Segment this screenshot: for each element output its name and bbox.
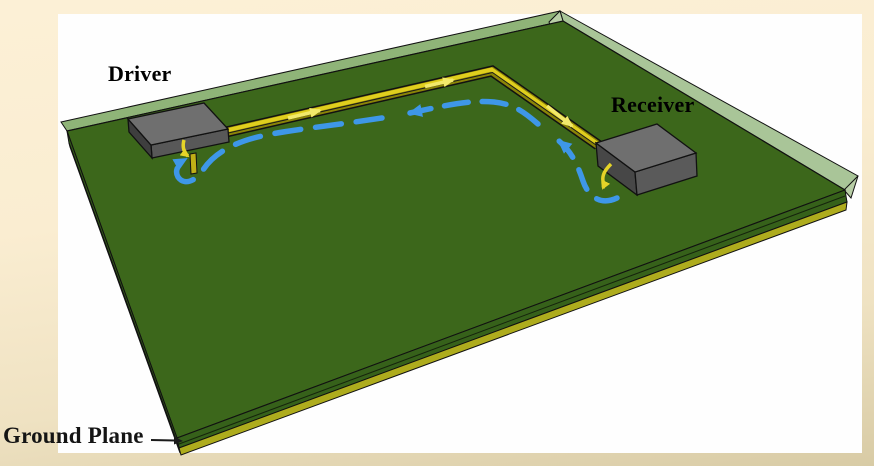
board-rim-right-cap [843, 175, 859, 199]
driver-chip-top-face [126, 102, 230, 146]
return-current-path-driver [172, 115, 385, 185]
receiver-chip [594, 123, 698, 197]
return-current-path-mid [407, 98, 541, 127]
driver-via-arrow [179, 139, 190, 158]
return-current-path-receiver [556, 138, 620, 204]
ground-plane-layer-left [68, 142, 181, 454]
signal-arrow-2 [424, 77, 455, 89]
driver-via-post [189, 152, 198, 175]
ground-plane-label: Ground Plane [3, 423, 144, 448]
driver-chip [126, 102, 230, 160]
ground-plane-callout-arrow [150, 436, 183, 445]
signal-arrow-1 [287, 107, 322, 120]
receiver-chip-top-face [594, 123, 698, 173]
callout-arrowhead-icon [174, 436, 183, 445]
signal-arrow-3 [545, 104, 574, 128]
driver-label: Driver [108, 61, 172, 86]
receiver-via-arrow [601, 162, 613, 190]
board-side-crease [178, 195, 846, 445]
callout-arrow-line [150, 439, 176, 442]
receiver-label: Receiver [611, 92, 695, 117]
